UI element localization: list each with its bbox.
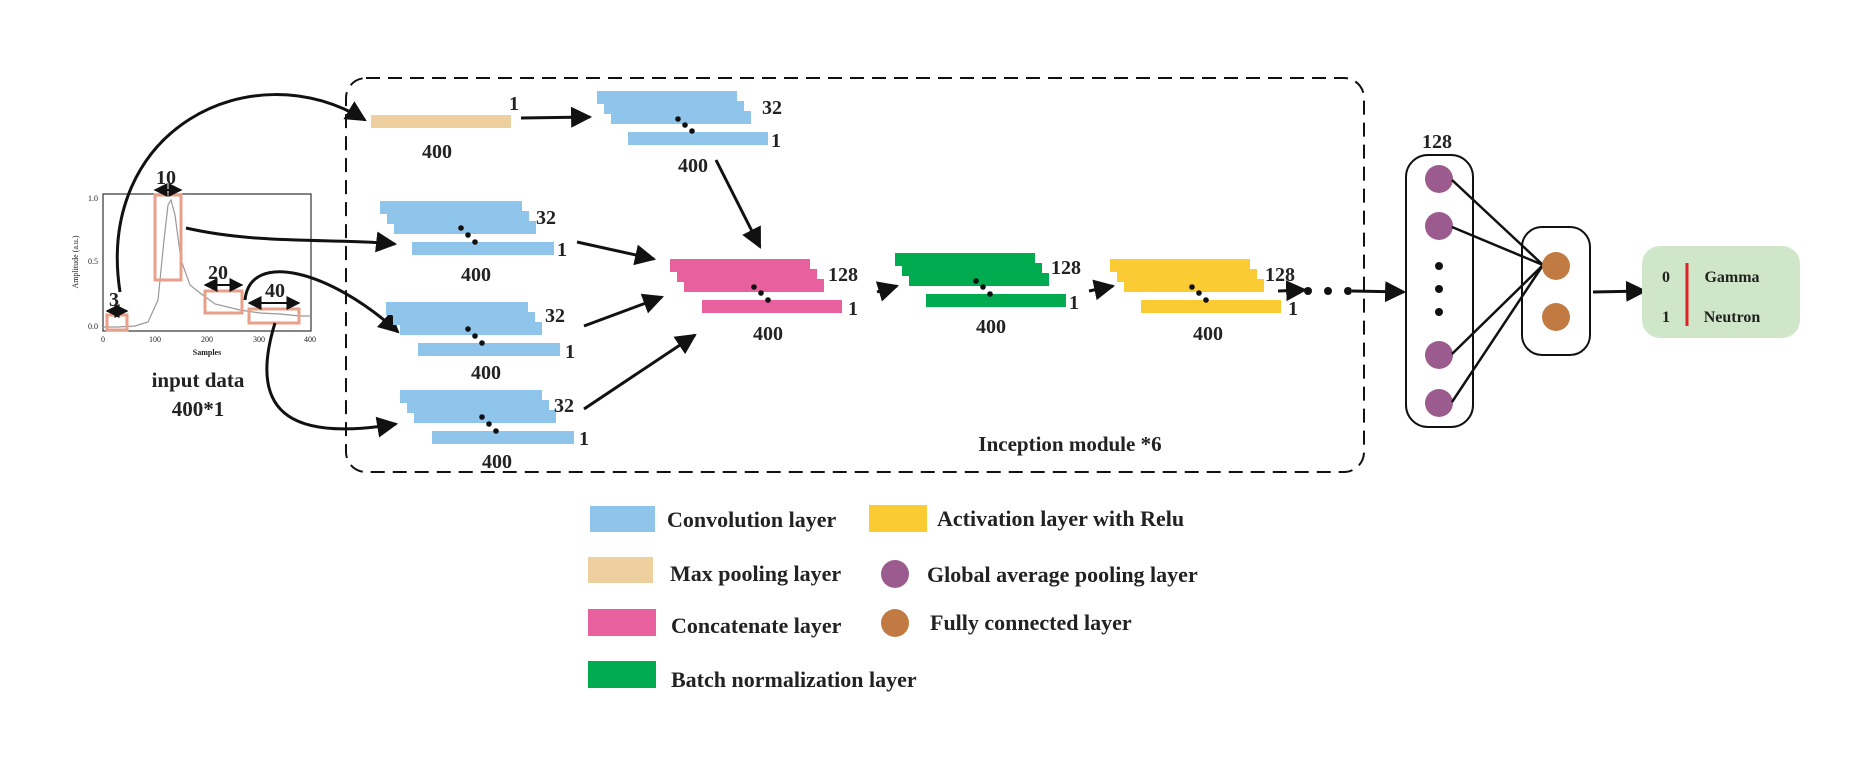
kernel-box-3 — [105, 313, 129, 332]
concat-channels: 128 — [828, 264, 858, 286]
activation-stack: 128 1 400 — [1110, 259, 1308, 345]
inception-module-box — [345, 77, 1365, 473]
gap-node-2 — [1425, 212, 1453, 240]
legend-swatch-gap — [881, 560, 909, 588]
flow-arrow-input-conv20 — [243, 270, 400, 334]
x-tick-100: 100 — [149, 335, 161, 344]
gap-fc-connections — [1450, 179, 1545, 403]
conv-stack-branch-4: 32 1 400 — [400, 333, 697, 473]
concat-length: 400 — [753, 323, 783, 345]
y-tick-05: 0.5 — [88, 257, 98, 266]
class-0-index: 0 — [1662, 269, 1670, 286]
continuation-dots — [1304, 281, 1407, 303]
kernel-label-3: 3 — [109, 289, 119, 311]
act-channels: 128 — [1265, 264, 1295, 286]
conv-stack-after-pool: 32 1 400 — [597, 91, 782, 249]
act-length: 400 — [1193, 323, 1223, 345]
bn-channels: 128 — [1051, 257, 1081, 279]
conv-d-channels: 32 — [554, 395, 574, 417]
conv-c-length: 400 — [471, 362, 501, 384]
x-axis-label: Samples — [193, 348, 221, 357]
x-tick-300: 300 — [253, 335, 265, 344]
gap-node-1 — [1425, 165, 1453, 193]
class-1-index: 1 — [1662, 309, 1670, 326]
fully-connected-column — [1521, 226, 1648, 356]
legend-swatch-concat — [588, 609, 656, 636]
conv-b-length: 400 — [461, 264, 491, 286]
pool-channels-label: 1 — [509, 93, 519, 115]
y-tick-1: 1.0 — [88, 194, 98, 203]
legend-label-concat: Concatenate layer — [671, 613, 842, 638]
gap-size-label: 128 — [1422, 131, 1452, 153]
class-1-name: Neutron — [1704, 309, 1761, 326]
plot-frame — [102, 193, 312, 332]
conv-c-one: 1 — [565, 341, 575, 363]
flow-arrow-input-conv40 — [265, 322, 399, 438]
conv-b-channels: 32 — [536, 207, 556, 229]
legend-label-fc: Fully connected layer — [930, 610, 1132, 635]
conv-stack-branch-2: 32 1 400 — [380, 201, 657, 286]
kernel-label-20: 20 — [208, 262, 228, 284]
global-average-pooling-column: 128 — [1405, 131, 1474, 428]
legend-swatch-fc — [881, 609, 909, 637]
kernel-box-40 — [247, 307, 301, 325]
x-tick-200: 200 — [201, 335, 213, 344]
output-classes-box: 0 Gamma 1 Neutron — [1642, 246, 1800, 338]
legend-swatch-conv — [590, 506, 655, 532]
max-pool-bar — [371, 115, 511, 128]
input-data-size: 400*1 — [172, 397, 225, 421]
input-data-title: input data — [152, 368, 245, 392]
legend-label-gap: Global average pooling layer — [927, 562, 1198, 587]
flow-arrow-input-pool — [115, 93, 367, 293]
conv-a-one: 1 — [771, 130, 781, 152]
bn-one: 1 — [1069, 292, 1079, 314]
y-axis-label: Amplitude (a.u.) — [71, 235, 80, 288]
conv-d-length: 400 — [482, 451, 512, 473]
class-0-name: Gamma — [1704, 269, 1759, 286]
y-tick-0: 0.0 — [88, 322, 98, 331]
conv-b-one: 1 — [557, 239, 567, 261]
conv-d-one: 1 — [579, 428, 589, 450]
kernel-label-40: 40 — [265, 280, 285, 302]
signal-trace — [103, 198, 311, 328]
legend-label-conv: Convolution layer — [667, 507, 837, 532]
conv-a-channels: 32 — [762, 97, 782, 119]
gap-node-4 — [1425, 389, 1453, 417]
pool-length-label: 400 — [422, 141, 452, 163]
bn-length: 400 — [976, 316, 1006, 338]
x-tick-0: 0 — [101, 335, 105, 344]
branch-max-pool: 1 400 — [371, 93, 593, 163]
gap-node-3 — [1425, 341, 1453, 369]
legend-swatch-pool — [588, 557, 653, 583]
act-one: 1 — [1288, 298, 1298, 320]
legend-label-bn: Batch normalization layer — [671, 667, 917, 692]
conv-stack-branch-3: 32 1 400 — [386, 293, 664, 384]
kernel-label-10: 10 — [156, 167, 176, 189]
batch-norm-stack: 128 1 400 — [895, 253, 1116, 338]
fc-node-1 — [1542, 252, 1570, 280]
legend-swatch-act — [869, 505, 927, 532]
concatenate-stack: 128 1 400 — [670, 259, 900, 345]
legend-label-act: Activation layer with Relu — [937, 506, 1184, 531]
conv-a-length: 400 — [678, 155, 708, 177]
conv-c-channels: 32 — [545, 305, 565, 327]
concat-one: 1 — [848, 298, 858, 320]
flow-arrow-input-conv10 — [185, 226, 398, 253]
legend-label-pool: Max pooling layer — [670, 561, 841, 586]
legend: Convolution layer Max pooling layer Conc… — [588, 505, 1198, 692]
legend-swatch-bn — [588, 661, 656, 688]
x-tick-400: 400 — [304, 335, 316, 344]
input-signal-plot: Amplitude (a.u.) 1.0 0.5 0.0 0 100 200 3… — [71, 167, 316, 421]
inception-module-label: Inception module *6 — [978, 432, 1161, 456]
fc-node-2 — [1542, 303, 1570, 331]
